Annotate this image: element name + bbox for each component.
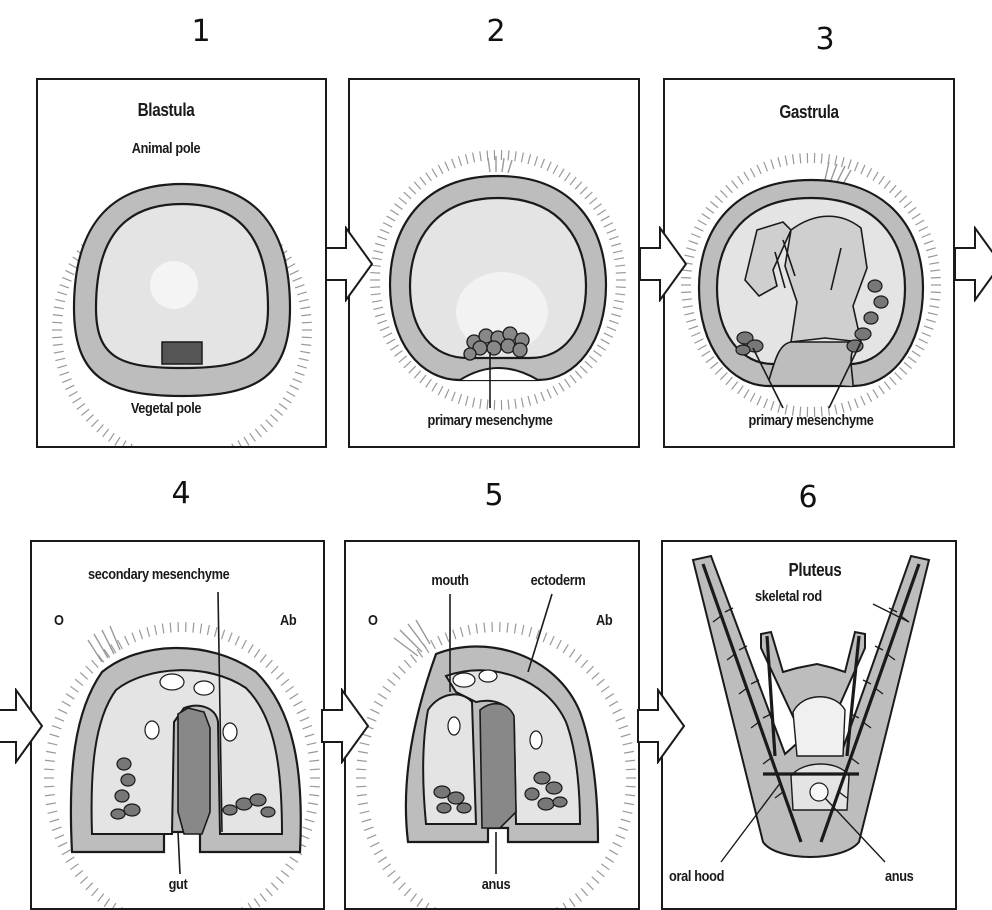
oral-side-label: O: [368, 612, 378, 629]
panel-early-pluteus: mouth ectoderm O Ab anus: [344, 540, 640, 910]
arrow-into-4-icon: [0, 688, 44, 764]
arrow-4-to-5-icon: [320, 688, 370, 764]
oral-tuft-icon: [394, 620, 430, 656]
mouth-label: mouth: [431, 572, 468, 589]
anus-label: anus: [482, 876, 510, 893]
panel-prism: secondary mesenchyme O Ab gut: [30, 540, 325, 910]
panel-pluteus: Pluteus skeletal rod oral hood anus: [661, 540, 957, 910]
panel-blastula: Blastula Animal pole Vegetal pole: [36, 78, 327, 448]
step-number-5: 5: [484, 478, 503, 513]
oral-tuft-icon: [88, 626, 120, 662]
step-number-1: 1: [191, 14, 210, 49]
vegetal-pole-label: Vegetal pole: [131, 400, 201, 417]
panel-gastrula: Gastrula primary mesenchyme: [663, 78, 955, 448]
step-number-6: 6: [798, 480, 817, 515]
ectoderm-label: ectoderm: [531, 572, 586, 589]
prism-drawing: [32, 542, 325, 910]
blastula-title: Blastula: [138, 100, 195, 121]
arrow-3-continue-icon: [953, 226, 992, 302]
step-number-3: 3: [815, 22, 834, 57]
early-gastrula-drawing: [350, 80, 640, 448]
primary-mesenchyme-label: primary mesenchyme: [748, 412, 873, 429]
anus-label: anus: [885, 868, 913, 885]
step-number-4: 4: [171, 476, 190, 511]
primary-mesenchyme-label: primary mesenchyme: [427, 412, 552, 429]
step-number-2: 2: [486, 14, 505, 49]
panel-early-gastrula: primary mesenchyme: [348, 78, 640, 448]
gastrula-drawing: [665, 80, 955, 448]
aboral-side-label: Ab: [596, 612, 612, 629]
skeletal-rod-label: skeletal rod: [755, 588, 822, 605]
pluteus-title: Pluteus: [789, 560, 842, 581]
arrow-1-to-2-icon: [324, 226, 374, 302]
oral-side-label: O: [54, 612, 64, 629]
oral-hood-label: oral hood: [669, 868, 724, 885]
arrow-2-to-3-icon: [638, 226, 688, 302]
gastrula-title: Gastrula: [779, 102, 838, 123]
blastula-drawing: [38, 80, 327, 448]
secondary-mesenchyme-label: secondary mesenchyme: [88, 566, 229, 583]
arrow-5-to-6-icon: [636, 688, 686, 764]
aboral-side-label: Ab: [280, 612, 296, 629]
gut-label: gut: [169, 876, 188, 893]
early-pluteus-drawing: [346, 542, 640, 910]
animal-pole-label: Animal pole: [132, 140, 201, 157]
